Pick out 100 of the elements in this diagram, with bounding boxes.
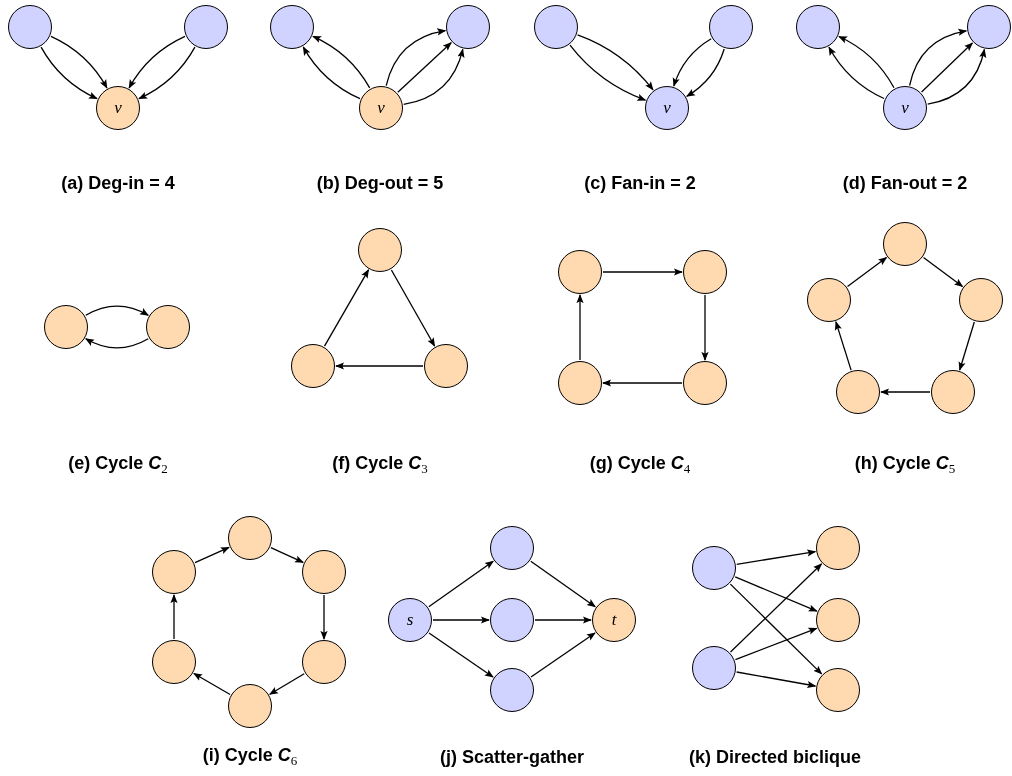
arrow [880, 388, 931, 396]
arrow [85, 305, 149, 316]
subfigure-caption: (c) Fan-in = 2 [584, 172, 696, 194]
node-circle [558, 361, 602, 405]
node-circle [490, 526, 534, 570]
arrow [735, 671, 817, 689]
arrow [846, 256, 888, 288]
arrow [736, 549, 817, 565]
arrow [602, 268, 683, 276]
node-circle [228, 516, 272, 560]
arrow [270, 546, 304, 564]
node-circle [796, 5, 840, 49]
node-label: v [114, 98, 122, 118]
arrow [335, 362, 424, 370]
node-circle [683, 361, 727, 405]
arrow [673, 38, 712, 87]
node-circle [558, 250, 602, 294]
arrow [403, 48, 465, 106]
arrow [908, 28, 968, 87]
node-circle [302, 550, 346, 594]
node-circle [446, 5, 490, 49]
arrow [302, 46, 361, 100]
arrow [838, 35, 895, 89]
node-circle [816, 668, 860, 712]
node-label: t [611, 610, 617, 630]
node-circle [270, 5, 314, 49]
arrow [390, 269, 436, 347]
arrow [729, 583, 823, 675]
node-circle [967, 5, 1011, 49]
node-circle [645, 86, 689, 130]
node-label: v [377, 98, 385, 118]
node-label: v [663, 98, 671, 118]
arrow [958, 321, 975, 371]
subfigure-caption: (g) Cycle C$_{4}$ [589, 452, 691, 478]
subfigure-caption: (b) Deg-out = 5 [316, 172, 444, 194]
node-circle [683, 250, 727, 294]
node-circle [8, 5, 52, 49]
node-circle [359, 86, 403, 130]
node-circle [836, 370, 880, 414]
node-circle [96, 86, 140, 130]
arrow [602, 379, 683, 387]
arrow [834, 321, 852, 371]
node-circle [146, 305, 190, 349]
arrow [432, 616, 490, 624]
node-label: v [901, 98, 909, 118]
arrow [428, 632, 494, 678]
node-circle [816, 526, 860, 570]
node-circle [228, 684, 272, 728]
arrow [170, 594, 178, 640]
arrow [269, 673, 305, 695]
node-circle [184, 5, 228, 49]
node-circle [709, 5, 753, 49]
arrow [576, 294, 584, 361]
node-circle [358, 228, 402, 272]
arrow [686, 48, 725, 97]
arrow [428, 560, 494, 608]
arrow [193, 672, 231, 696]
node-circle [816, 598, 860, 642]
node-circle [490, 668, 534, 712]
arrow [138, 46, 196, 100]
node-circle [959, 278, 1003, 322]
arrow [734, 627, 818, 661]
node-circle [534, 5, 578, 49]
arrow [828, 46, 885, 100]
node-circle [152, 640, 196, 684]
node-circle [931, 370, 975, 414]
arrow [397, 42, 452, 93]
node-circle [152, 550, 196, 594]
arrow [920, 42, 974, 93]
arrow [40, 46, 98, 100]
node-circle [291, 344, 335, 388]
node-circle [592, 598, 636, 642]
subfigure-caption: (f) Cycle C$_{3}$ [332, 452, 428, 478]
arrow [323, 269, 370, 347]
arrow [729, 563, 823, 653]
arrow [922, 256, 964, 288]
node-circle [424, 344, 468, 388]
arrow [701, 294, 709, 361]
node-circle [883, 86, 927, 130]
subfigure-caption: (k) Directed biclique [689, 746, 861, 768]
arrow [927, 48, 986, 105]
arrow [530, 632, 596, 678]
arrow [534, 616, 592, 624]
arrow [320, 594, 328, 640]
arrow [128, 35, 186, 89]
arrow [576, 34, 654, 91]
node-circle [692, 546, 736, 590]
subfigure-caption: (j) Scatter-gather [440, 746, 584, 768]
subfigure-caption: (i) Cycle C$_{6}$ [202, 744, 298, 770]
arrow [569, 44, 647, 101]
subfigure-caption: (d) Fan-out = 2 [842, 172, 968, 194]
node-circle [302, 640, 346, 684]
subfigure-caption: (e) Cycle C$_{2}$ [68, 452, 168, 478]
arrow [530, 560, 596, 608]
node-circle [692, 646, 736, 690]
arrow [50, 35, 108, 89]
arrow [312, 35, 371, 89]
subfigure-caption: (a) Deg-in = 4 [61, 172, 175, 194]
arrow [85, 338, 149, 349]
arrow [734, 576, 818, 612]
